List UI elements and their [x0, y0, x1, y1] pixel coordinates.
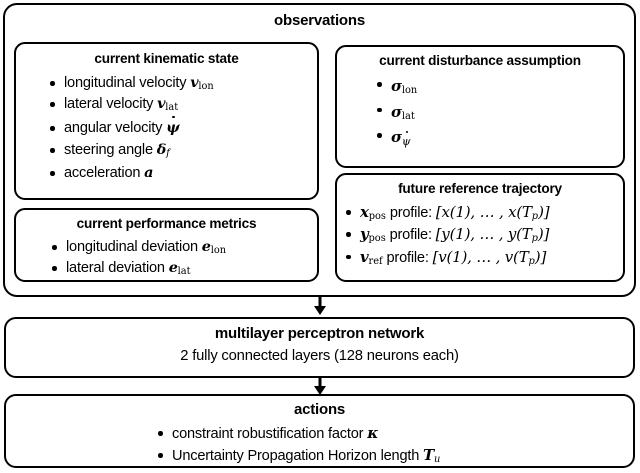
- disturbance-assumption-title: current disturbance assumption: [379, 53, 581, 68]
- actions-title: actions: [293, 401, 346, 418]
- current-disturbance-assumption-box: current disturbance assumption σlon σlat…: [335, 45, 625, 168]
- arrow-shaft: [318, 297, 322, 309]
- list-item: steering angle δf: [46, 140, 214, 161]
- multilayer-perceptron-network-box: multilayer perceptron network 2 fully co…: [4, 317, 635, 378]
- kinematic-state-list: longitudinal velocity vlon lateral veloc…: [46, 73, 214, 184]
- list-item: lateral deviation elat: [48, 258, 226, 279]
- arrow-shaft: [318, 378, 322, 389]
- list-item: lateral velocity vlat: [46, 94, 214, 115]
- actions-list: constraint robustification factor κ Unce…: [154, 423, 440, 468]
- list-item: longitudinal velocity vlon: [46, 73, 214, 94]
- list-item: σlat: [373, 100, 417, 126]
- list-item: vref profile: [v(1), … , v(Tp)]: [342, 247, 549, 269]
- kinematic-state-title: current kinematic state: [94, 51, 239, 66]
- arrow-head-icon: [314, 306, 326, 315]
- list-item: ypos profile: [y(1), … , y(Tp)]: [342, 224, 549, 246]
- list-item: Uncertainty Propagation Horizon length T…: [154, 445, 440, 467]
- network-title: multilayer perceptron network: [214, 325, 425, 342]
- arrow-head-icon: [314, 386, 326, 395]
- list-item: acceleration a: [46, 163, 214, 183]
- arrow-network-to-actions: [314, 378, 326, 396]
- network-subtitle: 2 fully connected layers (128 neurons ea…: [180, 348, 459, 364]
- list-item: σψ: [373, 125, 417, 151]
- current-kinematic-state-box: current kinematic state longitudinal vel…: [14, 42, 319, 200]
- list-item: xpos profile: [x(1), … , x(Tp)]: [342, 202, 550, 224]
- current-performance-metrics-box: current performance metrics longitudinal…: [14, 208, 319, 282]
- future-reference-trajectory-box: future reference trajectory xpos profile…: [335, 173, 625, 282]
- observations-title: observations: [274, 12, 365, 29]
- arrow-observations-to-network: [314, 297, 326, 317]
- actions-box: actions constraint robustification facto…: [4, 394, 635, 468]
- disturbance-assumption-list: σlon σlat σψ: [373, 74, 417, 151]
- list-item: angular velocity ψ: [46, 115, 214, 138]
- future-reference-trajectory-list: xpos profile: [x(1), … , x(Tp)] ypos pro…: [342, 202, 550, 269]
- performance-metrics-title: current performance metrics: [76, 216, 257, 231]
- list-item: constraint robustification factor κ: [154, 423, 440, 445]
- future-reference-trajectory-title: future reference trajectory: [398, 181, 562, 196]
- performance-metrics-list: longitudinal deviation elon lateral devi…: [48, 237, 226, 279]
- list-item: longitudinal deviation elon: [48, 237, 226, 258]
- list-item: σlon: [373, 74, 417, 100]
